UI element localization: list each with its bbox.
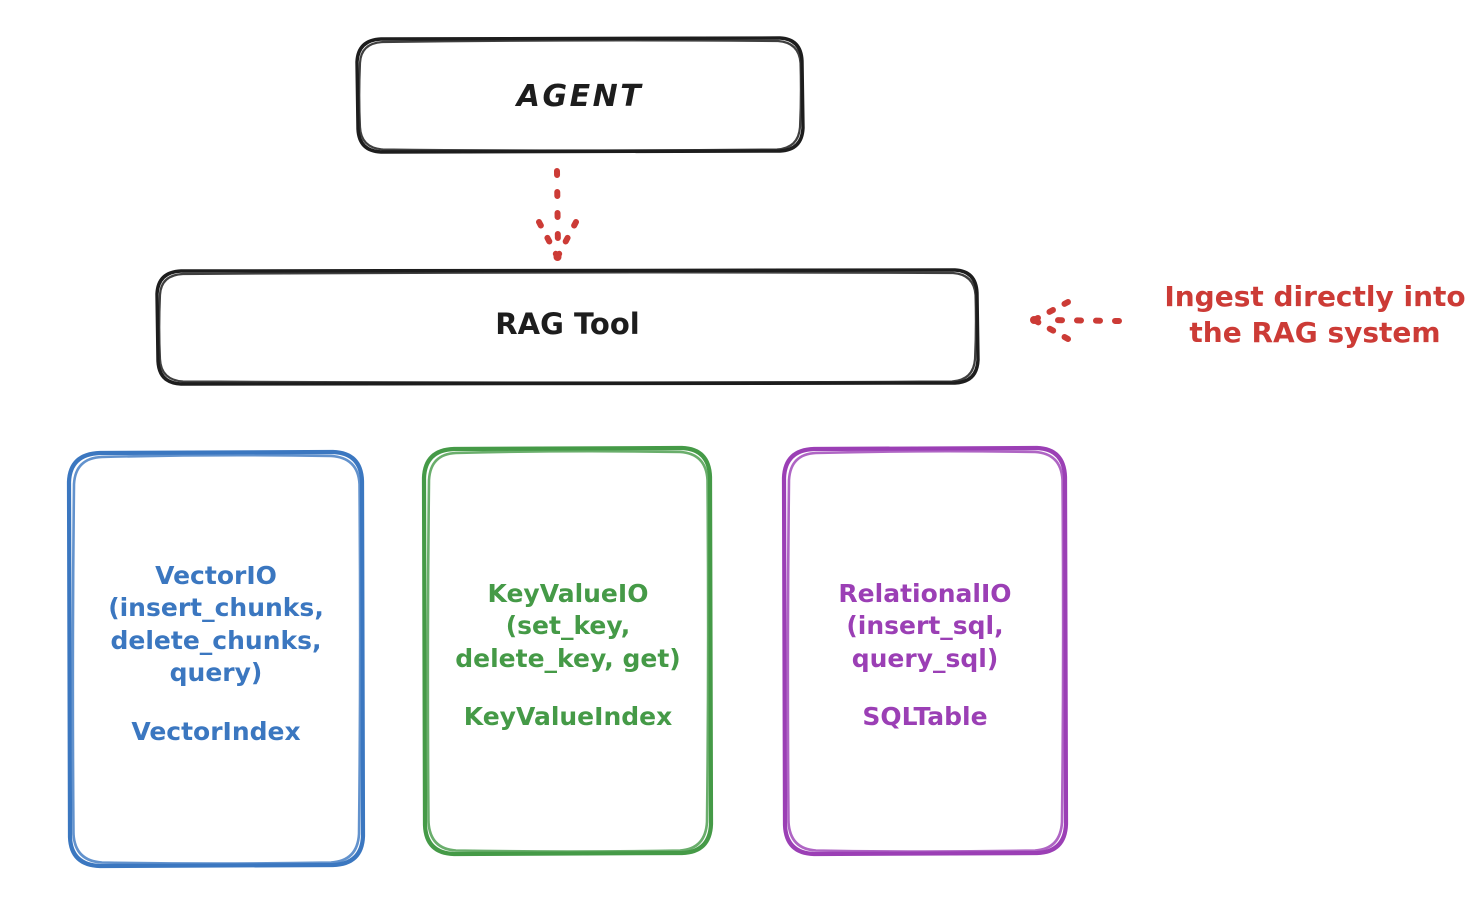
vector-io-node-shape[interactable] — [66, 449, 366, 869]
agent-node-shape[interactable] — [355, 36, 805, 154]
rag-tool-node-shape[interactable] — [155, 268, 980, 386]
key-value-io-node-shape[interactable] — [421, 445, 714, 857]
ingest-arrow-icon — [1030, 299, 1122, 342]
ingest-annotation-text: Ingest directly into the RAG system — [1164, 280, 1466, 350]
agent-to-rag-tool-arrow-icon — [536, 168, 579, 261]
relational-io-node-shape[interactable] — [781, 445, 1069, 857]
